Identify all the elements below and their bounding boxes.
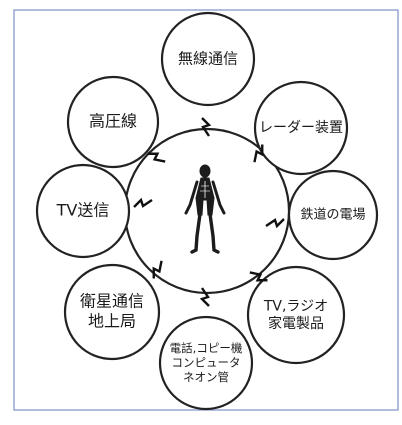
source-label: TV送信: [56, 201, 110, 220]
lightning-bolt-icon: [253, 144, 264, 163]
source-circle: [246, 265, 346, 365]
source-circle: [158, 315, 254, 411]
source-powerline: 高圧線: [66, 75, 160, 169]
lightning-bolt-icon: [249, 271, 268, 282]
source-label: 鉄道の電場: [300, 208, 365, 223]
source-circle: [287, 169, 379, 261]
source-radar: レーダー装置: [253, 80, 349, 176]
lightning-bolt-icon: [147, 152, 166, 163]
source-label: 家電製品: [268, 315, 324, 332]
source-label: 高圧線: [89, 112, 137, 131]
source-label: コンピュータ: [172, 356, 241, 370]
lightning-bolt-icon: [201, 117, 212, 137]
source-label: 無線通信: [178, 50, 238, 68]
source-label: 地上局: [88, 312, 136, 331]
source-label: 衛星通信: [80, 292, 144, 311]
source-label: TV,ラジオ: [263, 298, 328, 314]
source-label: レーダー装置: [259, 120, 343, 136]
source-tv: TV送信: [35, 163, 131, 259]
lightning-bolt-icon: [199, 287, 210, 307]
lightning-bolt-icon: [152, 260, 163, 279]
source-circle: [35, 163, 131, 259]
source-circle: [253, 80, 349, 176]
source-circle: [160, 11, 256, 107]
source-radio: 無線通信: [160, 11, 256, 107]
human-figure: [184, 164, 226, 254]
source-label: 電話,コピー機: [170, 341, 243, 355]
lightning-bolt-icon: [133, 197, 153, 208]
source-circle: [66, 75, 160, 169]
source-railway: 鉄道の電場: [287, 169, 379, 261]
lightning-bolt-icon: [265, 218, 285, 229]
source-circle: [63, 263, 161, 361]
source-label: ネオン管: [183, 370, 229, 384]
